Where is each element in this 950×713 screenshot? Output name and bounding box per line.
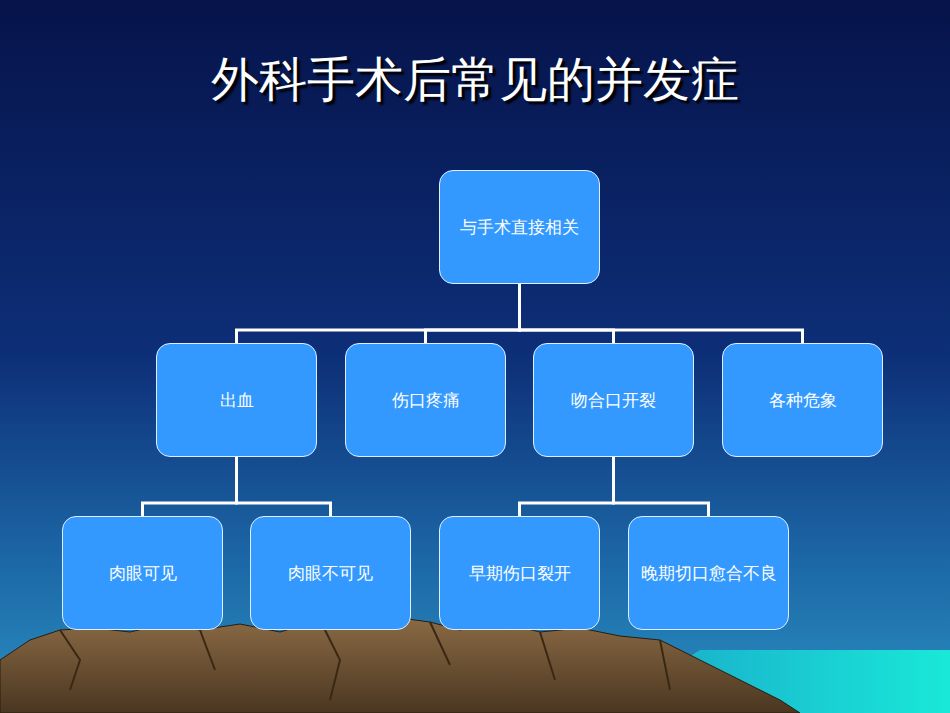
tree-connector xyxy=(237,457,331,516)
process-box: 吻合口开裂 xyxy=(533,343,694,457)
process-box: 伤口疼痛 xyxy=(345,343,506,457)
mountains xyxy=(0,618,800,713)
box-label: 吻合口开裂 xyxy=(571,389,656,412)
box-label: 伤口疼痛 xyxy=(392,389,460,412)
box-label: 出血 xyxy=(220,389,254,412)
process-box: 肉眼不可见 xyxy=(250,516,411,630)
box-label: 与手术直接相关 xyxy=(460,216,579,239)
process-box: 出血 xyxy=(156,343,317,457)
tree-connector xyxy=(614,457,709,516)
tree-connector xyxy=(426,284,520,343)
tree-connector xyxy=(237,284,520,343)
box-label: 肉眼可见 xyxy=(109,562,177,585)
process-box: 晚期切口愈合不良 xyxy=(628,516,789,630)
box-label: 早期伤口裂开 xyxy=(469,562,571,585)
box-label: 各种危象 xyxy=(769,389,837,412)
tree-connector xyxy=(520,284,803,343)
process-box: 早期伤口裂开 xyxy=(439,516,600,630)
slide-title: 外科手术后常见的并发症 xyxy=(0,48,950,112)
tree-connector xyxy=(520,457,614,516)
tree-connector xyxy=(143,457,237,516)
process-box: 肉眼可见 xyxy=(62,516,223,630)
tree-connector xyxy=(520,284,614,343)
box-label: 晚期切口愈合不良 xyxy=(641,562,777,585)
box-label: 肉眼不可见 xyxy=(288,562,373,585)
process-box: 各种危象 xyxy=(722,343,883,457)
process-box: 与手术直接相关 xyxy=(439,170,600,284)
